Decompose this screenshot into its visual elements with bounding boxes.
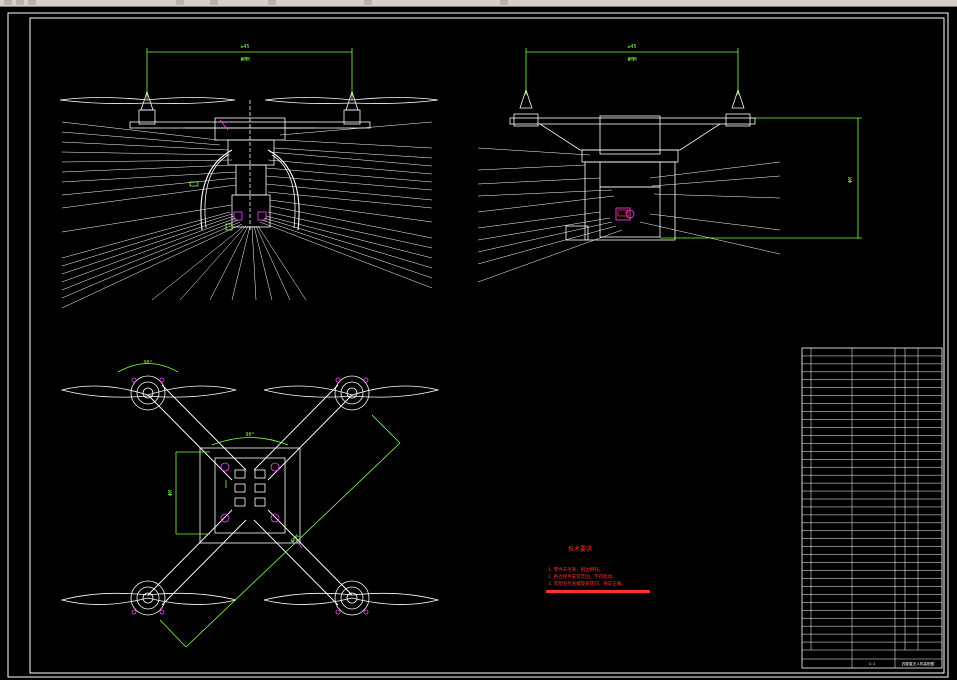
notes-line-3: 3. 装配后检查螺旋桨转向，保证正确。 xyxy=(548,580,626,587)
notes-line-1: 1. 零件去毛刺，锐边倒钝。 xyxy=(548,566,603,573)
save-icon[interactable] xyxy=(16,0,24,5)
notes-title: 技术要求 xyxy=(568,545,592,553)
title-block-scale: 1:1 xyxy=(869,662,876,666)
side-dim-height: ΦM xyxy=(848,177,854,183)
pan-icon[interactable] xyxy=(268,0,276,5)
top-dim-body: ΦM xyxy=(168,490,174,496)
side-view: ±45 ΦMM ΦM xyxy=(477,44,862,283)
undo-icon[interactable] xyxy=(176,0,184,5)
outer-frame xyxy=(7,12,949,678)
notes-line-2: 2. 各连接件安装牢固，不得松动。 xyxy=(548,573,617,580)
top-angle-prop: 90° xyxy=(143,360,152,366)
front-view: ±45 ΦMM xyxy=(59,44,439,309)
redo-icon[interactable] xyxy=(210,0,218,5)
technical-notes: 技术要求 1. 零件去毛刺，锐边倒钝。 2. 各连接件安装牢固，不得松动。 3.… xyxy=(546,545,650,593)
print-icon[interactable] xyxy=(28,0,36,5)
side-dim-sublabel: ΦMM xyxy=(627,57,636,63)
front-dim-sublabel: ΦMM xyxy=(240,57,249,63)
top-angle-center: 90° xyxy=(245,432,254,438)
open-icon[interactable] xyxy=(4,0,12,5)
drawing-sheet[interactable]: ±45 ΦMM xyxy=(0,7,957,680)
cad-toolbar xyxy=(0,0,957,7)
front-dim-width xyxy=(146,48,353,100)
layer-icon[interactable] xyxy=(500,0,508,5)
side-dim-label: ±45 xyxy=(627,44,636,50)
front-dim-label: ±45 xyxy=(240,44,249,50)
top-dim-diagonal: ΦMM xyxy=(290,534,301,545)
title-block-name: 四旋翼无人机装配图 xyxy=(902,661,935,666)
zoom-icon[interactable] xyxy=(364,0,372,5)
motor-mounts xyxy=(130,375,370,616)
front-prop-left xyxy=(59,97,236,104)
bill-of-materials: 四旋翼无人机装配图 1:1 xyxy=(801,347,943,669)
inner-frame xyxy=(29,17,945,674)
front-prop-right xyxy=(264,97,439,104)
top-view: 90° 90° ΦM ΦMM xyxy=(60,360,440,648)
